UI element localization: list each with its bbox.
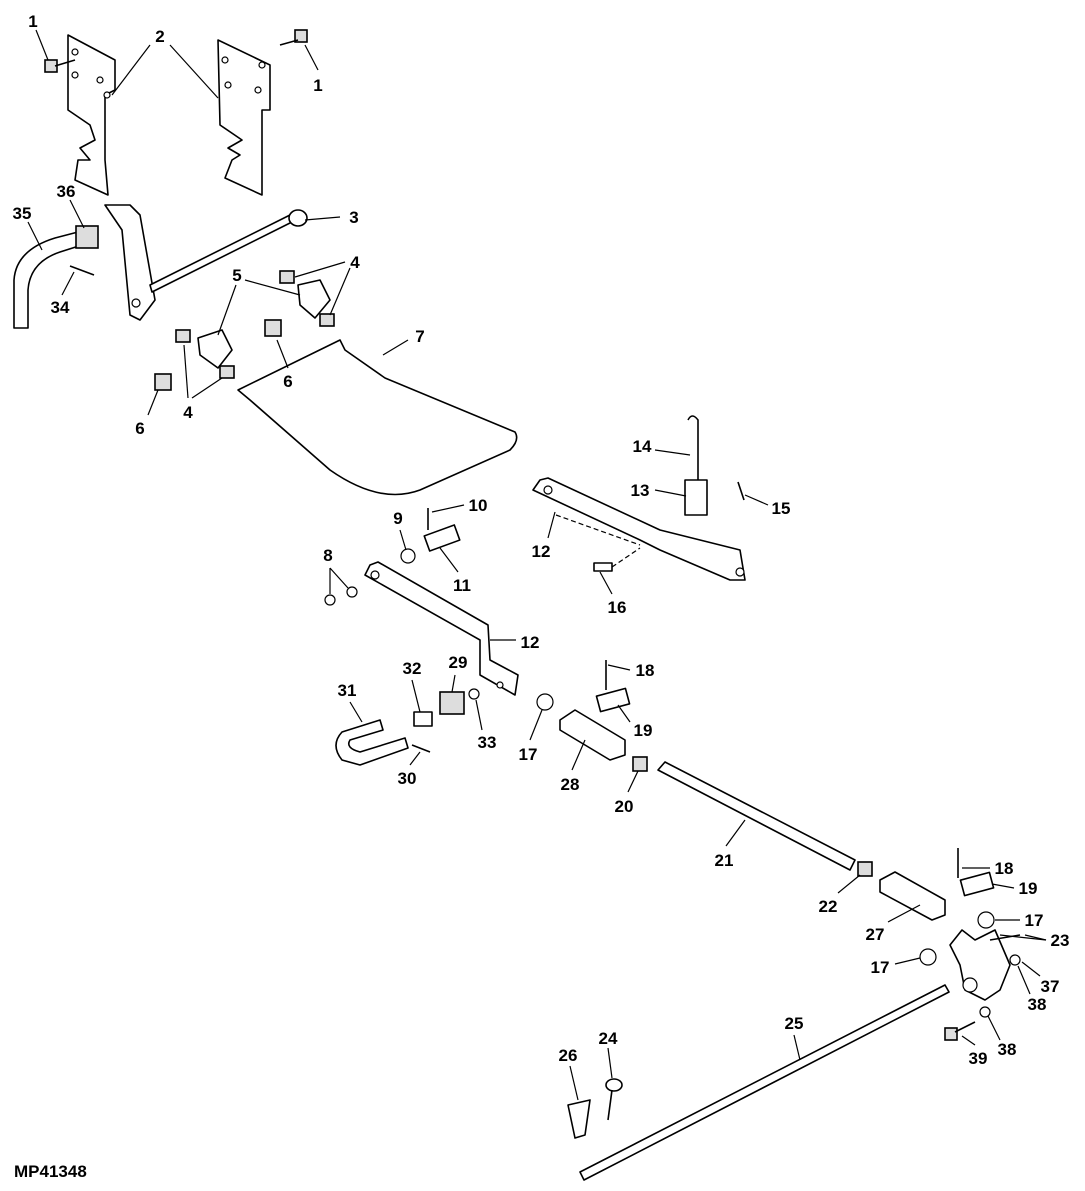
- callout-12: 12: [532, 542, 551, 561]
- callout-labels: 1 2 1 3 36 35 34 4 5 7 6 6 4 14 13 15 10…: [13, 12, 1070, 1181]
- callout-24: 24: [599, 1029, 618, 1048]
- callout-27: 27: [866, 925, 885, 944]
- callout-26: 26: [559, 1046, 578, 1065]
- lift-arm: [104, 204, 156, 321]
- callout-4: 4: [183, 403, 193, 422]
- callout-15: 15: [772, 499, 791, 518]
- callout-13: 13: [631, 481, 650, 500]
- lynch-pin: [567, 1099, 591, 1139]
- callout-4: 4: [350, 253, 360, 272]
- callout-25: 25: [785, 1014, 804, 1033]
- callout-21: 21: [715, 851, 734, 870]
- callout-19: 19: [1019, 879, 1038, 898]
- callout-8: 8: [323, 546, 332, 565]
- callout-31: 31: [338, 681, 357, 700]
- callout-12: 12: [521, 633, 540, 652]
- clevis-rear: [879, 871, 946, 921]
- callout-19: 19: [634, 721, 653, 740]
- pin: [423, 524, 461, 552]
- callout-6: 6: [283, 372, 292, 391]
- guide-bracket: [197, 329, 233, 369]
- lift-link-upper: [532, 477, 746, 581]
- callout-38: 38: [1028, 995, 1047, 1014]
- callout-17: 17: [871, 958, 890, 977]
- bracket-right: [217, 39, 271, 196]
- callout-23: 23: [1051, 931, 1070, 950]
- callout-14: 14: [633, 437, 652, 456]
- callout-34: 34: [51, 298, 70, 317]
- callout-2: 2: [155, 27, 164, 46]
- lift-link-lower: [364, 561, 519, 696]
- clevis: [684, 479, 708, 516]
- callout-7: 7: [415, 327, 424, 346]
- callout-22: 22: [819, 897, 838, 916]
- callout-29: 29: [449, 653, 468, 672]
- callout-5: 5: [232, 266, 241, 285]
- figure-code: MP41348: [14, 1162, 87, 1181]
- callout-33: 33: [478, 733, 497, 752]
- leader-lines: [27, 29, 1047, 1101]
- adjusting-rod: [657, 761, 856, 871]
- callout-18: 18: [636, 661, 655, 680]
- bracket-left: [67, 34, 116, 196]
- parts: [13, 29, 1021, 1181]
- rockshaft: [149, 214, 293, 293]
- callout-1: 1: [28, 12, 37, 31]
- callout-11: 11: [453, 576, 471, 595]
- callout-3: 3: [349, 208, 358, 227]
- callout-17: 17: [1025, 911, 1044, 930]
- callout-38: 38: [998, 1040, 1017, 1059]
- callout-30: 30: [398, 769, 417, 788]
- callout-32: 32: [403, 659, 422, 678]
- callout-17: 17: [519, 745, 538, 764]
- clevis-front: [559, 709, 626, 761]
- long-rod: [579, 984, 950, 1181]
- bolt-left: [44, 59, 76, 73]
- callout-37: 37: [1041, 977, 1060, 996]
- handle: [13, 231, 83, 329]
- pivot-bracket: [949, 929, 1011, 1001]
- callout-28: 28: [561, 775, 580, 794]
- guide-bracket: [297, 279, 331, 319]
- callout-16: 16: [608, 598, 627, 617]
- callout-1: 1: [313, 76, 322, 95]
- callout-39: 39: [969, 1049, 988, 1068]
- callout-36: 36: [57, 182, 76, 201]
- callout-18: 18: [995, 859, 1014, 878]
- u-bar: [237, 339, 518, 496]
- callout-35: 35: [13, 204, 32, 223]
- bolt-right: [279, 29, 308, 46]
- latch-pin: [335, 719, 409, 766]
- callout-9: 9: [393, 509, 402, 528]
- callout-6: 6: [135, 419, 144, 438]
- callout-10: 10: [469, 496, 488, 515]
- callout-20: 20: [615, 797, 634, 816]
- spring: [75, 225, 99, 249]
